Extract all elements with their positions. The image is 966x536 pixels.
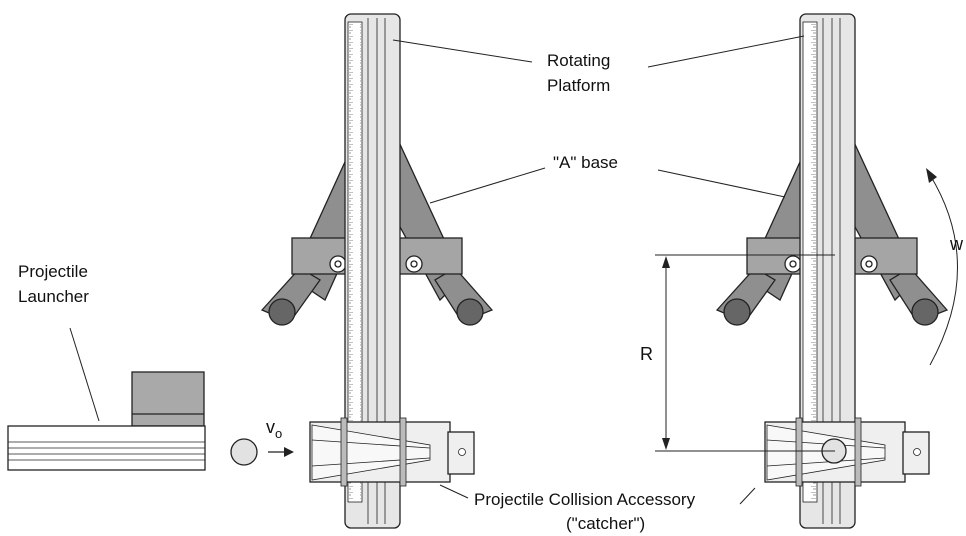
right-rotating-platform [799,13,856,529]
projectile-launcher-label-line2: Launcher [18,287,89,306]
leader-lines [69,35,805,505]
left-apparatus [260,13,494,529]
collision-accessory-label-line1: Projectile Collision Accessory [474,490,696,509]
left-catcher [309,417,475,487]
rotating-platform-label-line1: Rotating [547,51,610,70]
velocity-subscript: o [275,426,282,441]
rotating-platform-label-line2: Platform [547,76,610,95]
radius-label: R [640,344,653,364]
velocity-arrow [268,447,294,457]
a-base-label: "A" base [553,153,618,172]
left-a-base [260,137,494,326]
right-apparatus [715,13,949,529]
projectile-launcher-label-line1: Projectile [18,262,88,281]
velocity-main: v [266,417,275,437]
projectile-ball [230,438,258,466]
velocity-label: vo [266,417,282,441]
collision-accessory-label-line2: ("catcher") [566,514,645,533]
right-catcher [764,417,930,487]
rotation-arrow [926,168,958,366]
radius-dimension [655,254,835,452]
omega-label: w [949,234,964,254]
projectile-launcher [7,371,206,471]
